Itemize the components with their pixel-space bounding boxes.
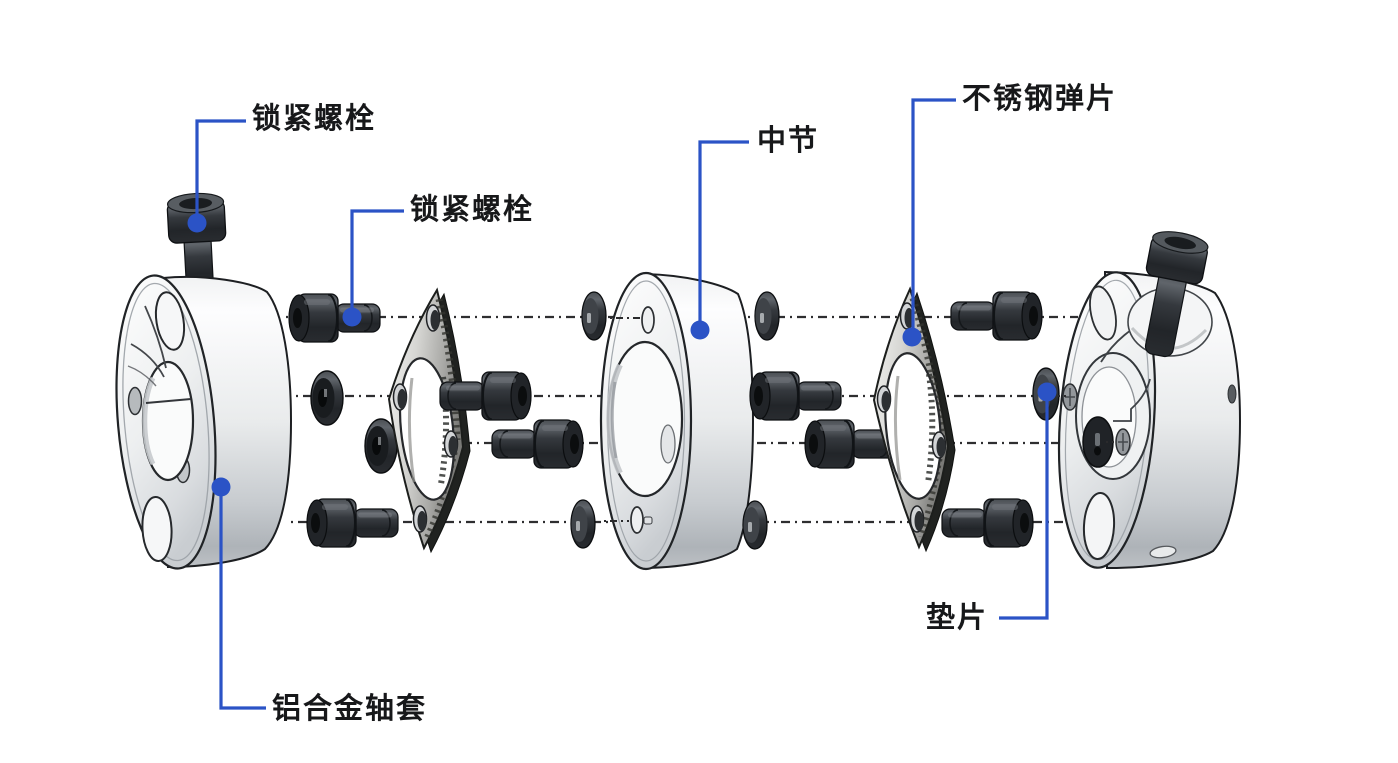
- socket-screw-head: [310, 370, 344, 426]
- socket-head-screw: [749, 371, 842, 421]
- left-hub-bolt-hole: [127, 386, 143, 416]
- leader-lock-screw: [350, 209, 404, 317]
- label-lock-bolt-left: 锁紧螺栓: [252, 103, 377, 135]
- socket-head-screw: [950, 291, 1043, 341]
- center-spacer: [599, 271, 755, 571]
- face-screw: [1062, 383, 1078, 411]
- leader-center-spacer: [698, 140, 749, 330]
- leader-aluminum-hub: [219, 487, 266, 710]
- washer: [570, 499, 596, 549]
- label-center-spacer: 中节: [757, 125, 820, 157]
- label-spring-disc: 不锈钢弹片: [962, 83, 1118, 115]
- socket-head-screw: [288, 293, 381, 343]
- leader-lock-bolt-left: [195, 119, 246, 223]
- socket-head-screw: [491, 419, 584, 469]
- spring-disc-holes: [392, 304, 459, 533]
- washer: [742, 500, 768, 550]
- right-hub-clamp-bolt: [1144, 231, 1209, 358]
- spring-disc-holes: [876, 302, 947, 533]
- leader-lines: [187, 98, 1057, 710]
- label-aluminum-hub: 铝合金轴套: [272, 693, 428, 725]
- spring-disc-pack-right: [872, 286, 956, 553]
- socket-head-screw: [941, 498, 1034, 548]
- left-hub-slot-top: [154, 291, 186, 351]
- washer: [581, 291, 607, 341]
- washer: [754, 291, 780, 341]
- leader-spring-disc: [911, 98, 956, 336]
- leader-washer: [999, 392, 1049, 620]
- label-lock-screw: 锁紧螺栓: [410, 194, 535, 226]
- face-screw: [1115, 428, 1131, 456]
- left-hub-slot-bottom: [141, 496, 173, 562]
- spring-disc-pack-left: [387, 287, 471, 554]
- right-hub-slot-bottom: [1082, 492, 1116, 560]
- right-hub: [1057, 231, 1242, 570]
- socket-head-screw: [306, 498, 399, 548]
- left-hub-clamp-slit: [145, 398, 192, 404]
- label-washer: 垫片: [926, 602, 989, 634]
- right-hub-slot-top: [1089, 285, 1117, 341]
- socket-screw-head: [364, 418, 398, 474]
- left-hub: [115, 192, 293, 570]
